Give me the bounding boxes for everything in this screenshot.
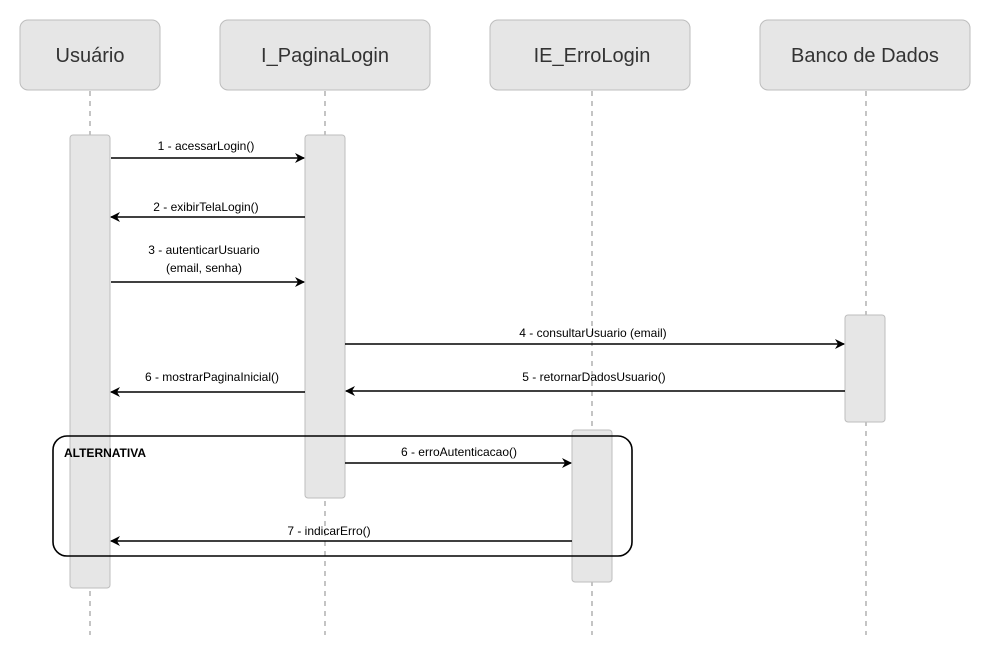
participant-erro-login: IE_ErroLogin: [489, 19, 691, 91]
message-6a-label: 6 - mostrarPaginaInicial(): [145, 370, 279, 384]
participant-erro-login-label: IE_ErroLogin: [534, 45, 651, 67]
alternative-fragment-label: ALTERNATIVA: [64, 446, 146, 460]
message-7-label: 7 - indicarErro(): [287, 524, 370, 538]
activation-usuario: [69, 134, 111, 589]
participant-pagina-login-label: I_PaginaLogin: [261, 45, 389, 67]
message-4-label: 4 - consultarUsuario (email): [519, 326, 666, 340]
alternative-fragment: [52, 435, 633, 557]
activation-pagina-login: [304, 134, 346, 499]
activation-banco-de-dados: [844, 314, 886, 423]
message-1-label: 1 - acessarLogin(): [158, 139, 255, 153]
message-3-label-line2: (email, senha): [166, 261, 242, 275]
participant-usuario: Usuário: [19, 19, 161, 91]
participant-pagina-login: I_PaginaLogin: [219, 19, 431, 91]
participant-banco-de-dados: Banco de Dados: [759, 19, 971, 91]
activation-erro-login: [571, 429, 613, 583]
message-3-label-line1: 3 - autenticarUsuario: [148, 243, 260, 257]
participant-usuario-label: Usuário: [56, 45, 125, 67]
message-2-label: 2 - exibirTelaLogin(): [153, 200, 258, 214]
participant-banco-de-dados-label: Banco de Dados: [791, 45, 939, 67]
message-6b-label: 6 - erroAutenticacao(): [401, 445, 517, 459]
message-5-label: 5 - retornarDadosUsuario(): [522, 370, 665, 384]
